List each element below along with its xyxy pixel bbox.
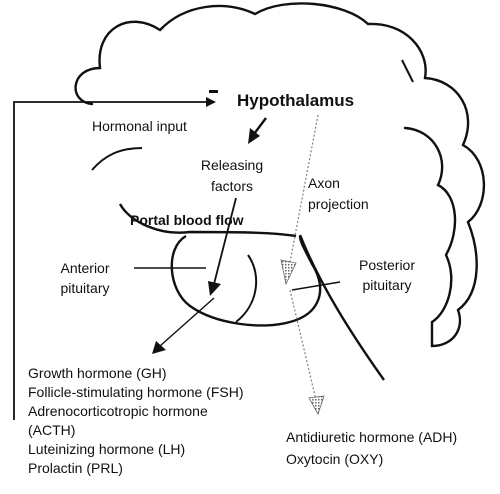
- posterior-leader-line: [291, 281, 341, 291]
- anterior-pituitary-line1: Anterior: [60, 260, 110, 276]
- posterior-pituitary-line2: pituitary: [362, 277, 412, 293]
- anterior-pituitary-label: Anterior pituitary: [42, 260, 128, 297]
- hypothalamus-label: Hypothalamus: [237, 91, 355, 110]
- axon-arrowhead: [280, 259, 297, 286]
- posterior-pituitary-line1: Posterior: [358, 257, 416, 273]
- anterior-to-hormones-arrow: [159, 297, 215, 347]
- hormone-oxy: Oxytocin (OXY): [286, 451, 384, 467]
- hormone-fsh: Follicle-stimulating hormone (FSH): [28, 384, 244, 400]
- brain-outline: [74, 2, 486, 348]
- releasing-to-anterior-arrow: [213, 197, 237, 285]
- axon-projection-line1: Axon: [308, 175, 340, 191]
- hypothalamus-arrowhead: [248, 128, 260, 144]
- hormone-gh: Growth hormone (GH): [28, 365, 167, 381]
- hormonal-input-label: Hormonal input: [92, 118, 187, 134]
- releasing-factors-label: Releasing factors: [188, 157, 276, 195]
- axon-projection-label: Axon projection: [308, 175, 369, 213]
- brain-sulcus-left: [91, 147, 143, 171]
- anterior-arrowhead: [152, 341, 166, 354]
- releasing-factors-line2: factors: [210, 178, 253, 194]
- feedback-arrowhead: [206, 97, 216, 107]
- pituitary-outline: [170, 234, 322, 327]
- hormone-prl: Prolactin (PRL): [28, 460, 123, 476]
- hormone-lh: Luteinizing hormone (LH): [28, 441, 186, 457]
- brain-lower-contour: [118, 203, 297, 238]
- posterior-to-hormones-arrow: [289, 289, 317, 401]
- hormone-acth-name: Adrenocorticotropic hormone: [28, 403, 208, 419]
- releasing-factors-line1: Releasing: [200, 157, 264, 173]
- brainstem-contour: [298, 234, 385, 381]
- anterior-pituitary-line2: pituitary: [60, 280, 110, 296]
- hormone-acth-abbrev: (ACTH): [28, 422, 76, 438]
- pituitary-divider: [235, 254, 258, 323]
- axon-projection-arrow: [289, 114, 319, 263]
- posterior-arrowhead: [308, 395, 325, 415]
- posterior-hormone-list: Antidiuretic hormone (ADH) Oxytocin (OXY…: [286, 426, 457, 470]
- anterior-hormone-list: Growth hormone (GH) Follicle-stimulating…: [28, 364, 244, 478]
- axon-projection-line2: projection: [308, 196, 369, 212]
- hormone-adh: Antidiuretic hormone (ADH): [286, 429, 458, 445]
- posterior-pituitary-label: Posterior pituitary: [344, 257, 430, 294]
- minus-mark: [209, 90, 218, 93]
- releasing-arrowhead: [208, 281, 221, 296]
- portal-blood-flow-label: Portal blood flow: [130, 212, 244, 228]
- feedback-loop-line: [13, 101, 206, 420]
- brain-sulcus-top: [401, 59, 414, 83]
- hypothalamus-to-releasing-arrow: [253, 117, 267, 135]
